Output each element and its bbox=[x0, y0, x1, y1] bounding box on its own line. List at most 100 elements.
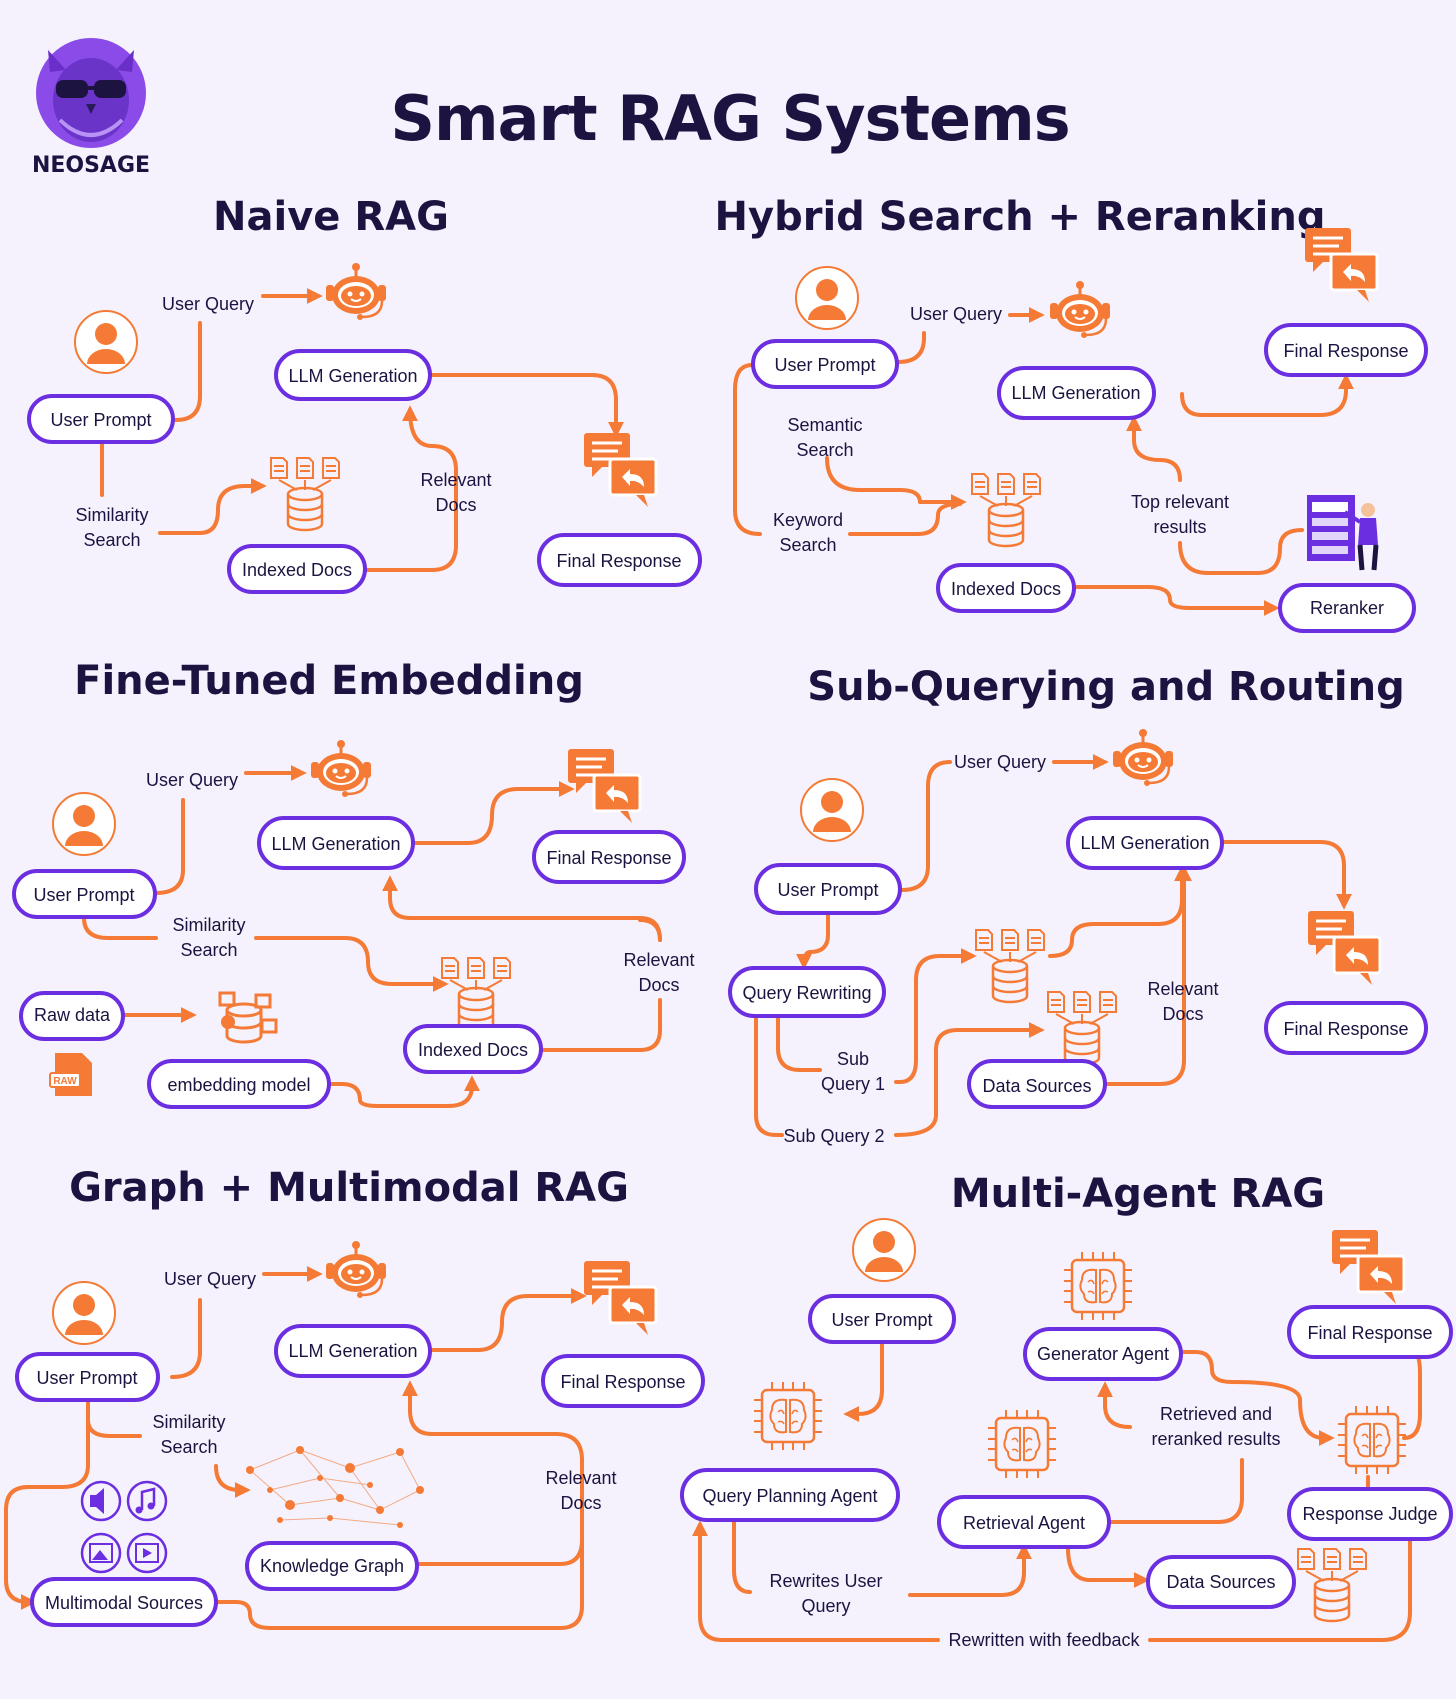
robot-icon bbox=[309, 738, 373, 799]
node-reranker[interactable]: Reranker bbox=[1278, 583, 1416, 633]
node-embedding-model[interactable]: embedding model bbox=[147, 1059, 331, 1109]
edge-label-docs: Docs bbox=[560, 1493, 601, 1513]
edge-label-top-relevant: Top relevant bbox=[1131, 492, 1229, 512]
edge-label-docs: Docs bbox=[1162, 1004, 1203, 1024]
robot-icon bbox=[1111, 727, 1175, 788]
page-title: Smart RAG Systems bbox=[390, 82, 1069, 155]
node-indexed-docs[interactable]: Indexed Docs bbox=[227, 544, 367, 594]
section-hybrid-search: Hybrid Search + Reranking User Query Sem… bbox=[715, 194, 1428, 633]
edge-label-query: Query bbox=[801, 1596, 850, 1616]
node-raw-data[interactable]: Raw data bbox=[19, 991, 125, 1041]
connector bbox=[1148, 1536, 1412, 1642]
edge-label-user-query: User Query bbox=[954, 752, 1046, 772]
connector bbox=[86, 1398, 142, 1438]
node-llm-generation[interactable]: LLM Generation bbox=[274, 1324, 432, 1378]
section-title: Multi-Agent RAG bbox=[951, 1171, 1325, 1217]
node-indexed-docs[interactable]: Indexed Docs bbox=[403, 1024, 543, 1074]
svg-text:Final Response: Final Response bbox=[556, 551, 681, 571]
brand-name: NEOSAGE bbox=[32, 153, 150, 178]
section-multi-agent: Multi-Agent RAG Retrieved and reranked r… bbox=[680, 1171, 1453, 1650]
chat-response-icon bbox=[1330, 1228, 1406, 1306]
node-data-sources[interactable]: Data Sources bbox=[1146, 1555, 1296, 1609]
connector bbox=[540, 998, 662, 1052]
robot-icon bbox=[324, 1239, 388, 1300]
node-final-response[interactable]: Final Response bbox=[537, 533, 702, 587]
svg-text:Final Response: Final Response bbox=[1283, 341, 1408, 361]
edge-label-results: results bbox=[1153, 517, 1206, 537]
robot-icon bbox=[1048, 279, 1112, 340]
node-query-rewriting[interactable]: Query Rewriting bbox=[728, 966, 886, 1018]
connector bbox=[692, 1520, 940, 1642]
knowledge-graph-icon bbox=[246, 1446, 424, 1528]
section-fine-tuned-embedding: Fine-Tuned Embedding RAW User Que bbox=[12, 658, 695, 1109]
edge-label-similarity: Similarity bbox=[75, 505, 148, 525]
section-naive-rag: Naive RAG User Query Similarity Search R… bbox=[27, 194, 702, 594]
node-llm-generation[interactable]: LLM Generation bbox=[274, 349, 432, 401]
edge-label-docs: Docs bbox=[638, 975, 679, 995]
svg-text:Retrieval Agent: Retrieval Agent bbox=[963, 1513, 1085, 1533]
svg-text:Generator Agent: Generator Agent bbox=[1037, 1344, 1169, 1364]
svg-text:embedding model: embedding model bbox=[167, 1075, 310, 1095]
node-retrieval-agent[interactable]: Retrieval Agent bbox=[937, 1495, 1111, 1549]
connector bbox=[1108, 1458, 1244, 1524]
connector bbox=[416, 1538, 584, 1566]
connector bbox=[1178, 1350, 1335, 1446]
connector bbox=[1105, 865, 1192, 1086]
section-title: Fine-Tuned Embedding bbox=[74, 658, 584, 704]
connector bbox=[843, 1341, 884, 1422]
svg-text:Reranker: Reranker bbox=[1310, 598, 1384, 618]
database-docs-icon bbox=[269, 456, 341, 532]
node-user-prompt[interactable]: User Prompt bbox=[27, 394, 175, 444]
svg-text:User Prompt: User Prompt bbox=[33, 885, 134, 905]
robot-icon bbox=[324, 261, 388, 322]
node-final-response[interactable]: Final Response bbox=[532, 830, 686, 884]
edge-label-similarity: Similarity bbox=[152, 1412, 225, 1432]
user-icon bbox=[795, 266, 859, 330]
edge-label-search: Search bbox=[83, 530, 140, 550]
svg-text:Indexed Docs: Indexed Docs bbox=[242, 560, 352, 580]
node-knowledge-graph[interactable]: Knowledge Graph bbox=[245, 1541, 419, 1591]
node-user-prompt[interactable]: User Prompt bbox=[12, 869, 157, 919]
node-indexed-docs[interactable]: Indexed Docs bbox=[936, 563, 1076, 613]
node-final-response[interactable]: Final Response bbox=[1264, 323, 1428, 377]
edge-label-user-query: User Query bbox=[162, 294, 254, 314]
connector bbox=[154, 798, 185, 895]
node-llm-generation[interactable]: LLM Generation bbox=[257, 816, 415, 870]
svg-text:Multimodal Sources: Multimodal Sources bbox=[45, 1593, 203, 1613]
user-icon bbox=[800, 778, 864, 842]
connector bbox=[364, 405, 458, 572]
node-data-sources[interactable]: Data Sources bbox=[967, 1059, 1107, 1109]
connector bbox=[158, 478, 267, 535]
svg-text:Query Rewriting: Query Rewriting bbox=[742, 983, 871, 1003]
node-query-planning-agent[interactable]: Query Planning Agent bbox=[680, 1468, 900, 1522]
section-title: Sub-Querying and Routing bbox=[807, 664, 1404, 710]
node-user-prompt[interactable]: User Prompt bbox=[754, 863, 902, 915]
user-icon bbox=[852, 1218, 916, 1282]
connector bbox=[329, 1075, 480, 1108]
node-llm-generation[interactable]: LLM Generation bbox=[1066, 816, 1224, 870]
node-final-response[interactable]: Final Response bbox=[541, 1354, 705, 1408]
embedding-db-icon bbox=[218, 991, 278, 1044]
node-user-prompt[interactable]: User Prompt bbox=[808, 1294, 956, 1344]
reranker-person-icon bbox=[1307, 495, 1379, 571]
node-final-response[interactable]: Final Response bbox=[1287, 1305, 1453, 1359]
database-docs-icon bbox=[974, 928, 1046, 1004]
node-multimodal-sources[interactable]: Multimodal Sources bbox=[30, 1577, 218, 1627]
connector bbox=[1126, 415, 1182, 482]
brain-chip-icon bbox=[1336, 1404, 1408, 1476]
node-final-response[interactable]: Final Response bbox=[1264, 1001, 1428, 1055]
connector bbox=[638, 918, 662, 942]
node-generator-agent[interactable]: Generator Agent bbox=[1023, 1327, 1183, 1381]
connector bbox=[174, 321, 202, 422]
node-user-prompt[interactable]: User Prompt bbox=[15, 1352, 160, 1402]
edge-label-relevant: Relevant bbox=[623, 950, 694, 970]
svg-text:User Prompt: User Prompt bbox=[774, 355, 875, 375]
connector bbox=[82, 916, 158, 940]
chat-response-icon bbox=[582, 1259, 658, 1337]
node-llm-generation[interactable]: LLM Generation bbox=[997, 366, 1156, 420]
node-response-judge[interactable]: Response Judge bbox=[1287, 1487, 1453, 1541]
svg-text:Indexed Docs: Indexed Docs bbox=[951, 579, 1061, 599]
node-user-prompt[interactable]: User Prompt bbox=[751, 339, 899, 389]
connector bbox=[254, 936, 449, 992]
edge-label-user-query: User Query bbox=[910, 304, 1002, 324]
